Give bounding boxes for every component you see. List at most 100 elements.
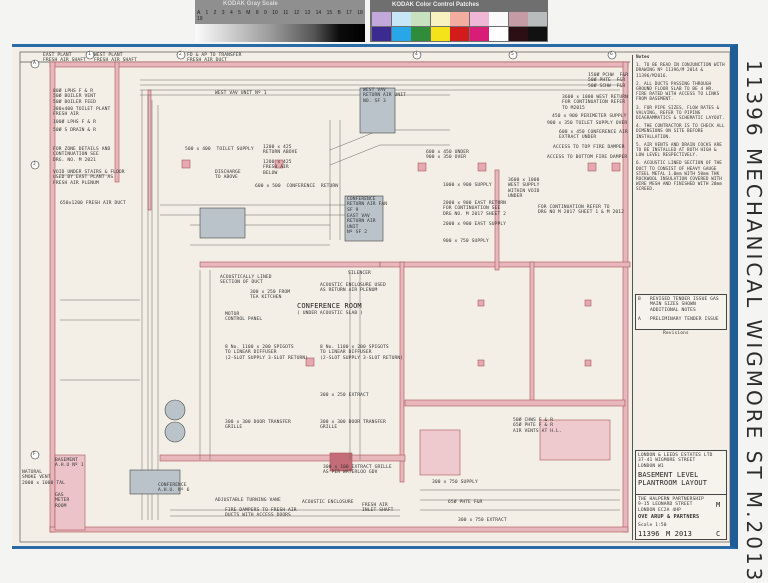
revision-text: PRELIMINARY TENDER ISSUE — [650, 317, 719, 322]
label-supply-1000: 1000 x 900 SUPPLY — [443, 183, 492, 188]
grid-col-2: 2 — [179, 52, 182, 57]
label-fresh-air-below: 1200 x 425 FRESH AIR BELOW — [263, 160, 292, 176]
label-west-supply: 3600 x 1000 WEST SUPPLY WITHIN VOID UNDE… — [508, 178, 540, 200]
structural-columns — [181, 159, 621, 367]
label-fresh-air-duct: 650x1200 FRESH AIR DUCT — [60, 201, 126, 206]
color-patch-light — [391, 12, 411, 26]
label-under: 600 x 450 UNDER 900 x 350 OVER — [426, 150, 469, 161]
label-continuation: FOR CONTINUATION REFER TO DRG NO M 2017 … — [538, 205, 624, 216]
label-extract-750: 300 x 750 EXTRACT — [458, 518, 507, 523]
label-fire-dampers: FIRE DAMPERS TO FRESH AIR DUCTS WITH ACC… — [225, 508, 297, 519]
label-conf-fan: CONFERENCE RETURN AIR FAN SF 9 — [347, 197, 388, 213]
color-patch-red — [450, 27, 469, 41]
color-patches-title: KODAK Color Control Patches — [392, 2, 480, 8]
label-west-return: 3600 x 1000 WEST RETURN FOR CONTINUATION… — [562, 95, 628, 111]
label-boiler: 80Ø LPHS F & R 50Ø BOILER VENT 50Ø BOILE… — [53, 89, 96, 105]
discipline: M — [716, 501, 721, 509]
note-item: 5. AIR VENTS AND DRAIN COCKS ARE TO BE I… — [636, 142, 722, 159]
handwritten-margin-annotation: 11396 MECHANICAL WIGMORE ST M.2013 — [738, 60, 766, 583]
grid-markers — [30, 50, 617, 460]
grid-row-a: A — [33, 61, 36, 66]
gray-scale-steps: A 1 2 3 4 5 M 8 9 10 11 12 13 14 15 B 17… — [197, 10, 363, 22]
label-door-grille-right: 300 x 300 DOOR TRANSFER GRILLE — [320, 420, 386, 431]
color-patch-magenta — [469, 27, 489, 41]
label-return-above: 1200 x 425 RETURN ABOVE — [263, 145, 298, 156]
label-door-grille-left: 300 x 300 DOOR TRANSFER GRILLE — [225, 420, 291, 431]
color-patch-light — [469, 12, 489, 26]
color-patch-light — [411, 12, 430, 26]
plan-drawing — [19, 50, 731, 543]
title-block: B REVISED TENDER ISSUE GAS MAIN SIZES SH… — [632, 290, 729, 540]
label-access-top: ACCESS TO TOP FIRE DAMPER — [553, 145, 625, 150]
label-spigots-left: 8 No. 1100 x 200 SPIGOTS TO LINEAR DIFFU… — [225, 345, 309, 361]
grid-col-4: 4 — [415, 52, 418, 57]
label-west-vav: WEST VAV UNIT Nº 1 — [215, 91, 267, 96]
color-patch-cyan — [391, 27, 411, 41]
drawing-title: BASEMENT LEVEL PLANTROOM LAYOUT — [638, 471, 708, 487]
label-perimeter-supply: 450 x 900 PERIMETER SUPPLY — [552, 114, 627, 119]
label-conference-ahu: CONFERENCE A.H.U. Nº 6 — [158, 483, 190, 494]
label-drains: 50Ø S DRAIN & R — [53, 128, 96, 133]
label-conference-return: 600 x 500 CONFERENCE RETURN — [255, 184, 339, 189]
label-west-plant: WEST PLANT FRESH AIR SHAFT — [94, 53, 137, 64]
grid-col-1: 1 — [88, 52, 91, 57]
label-natural-smoke: NATURAL SMOKE VENT 2000 x 1000 TAL — [22, 470, 65, 486]
color-patch-black — [528, 27, 547, 41]
label-under-slab: ( UNDER ACOUSTIC SLAB ) — [297, 311, 363, 316]
project-box: LONDON & LEEDS ESTATES LTD 37-41 WIGMORE… — [635, 450, 727, 496]
note-item: 3. FOR PIPE SIZES, FLOW RATES & VALVING,… — [636, 105, 725, 122]
sheet-number: M 2013 — [666, 530, 692, 538]
revision-text: REVISED TENDER ISSUE GAS MAIN SIZES SHOW… — [650, 297, 719, 313]
grid-row-j: J — [33, 162, 36, 167]
label-east-return: 2000 x 900 EAST RETURN FOR CONTINUATION … — [443, 201, 507, 217]
grid-row-f: F — [33, 452, 36, 457]
label-fresh-air-inlet: FRESH AIR INLET SHAFT — [362, 503, 394, 514]
client-address: LONDON & LEEDS ESTATES LTD 37-41 WIGMORE… — [638, 453, 713, 469]
label-east-supply: 2000 x 900 EAST SUPPLY — [443, 222, 507, 227]
note-item: 6. ACOUSTIC LINED SECTION OF THE DUCT TO… — [636, 161, 722, 193]
grid-col-6: 6 — [610, 52, 613, 57]
gray-scale-title: KODAK Gray Scale — [223, 1, 278, 7]
drawing-number: 11396 — [638, 530, 660, 538]
label-chws: 50Ø CHWS F & R 65Ø PHTE F & R AIR VENTS … — [513, 418, 562, 434]
kodak-gray-scale: KODAK Gray Scale A 1 2 3 4 5 M 8 9 10 11… — [195, 0, 365, 42]
label-west-vav-return: WEST VAV RETURN AIR UNIT NO. SF 3 — [363, 88, 406, 104]
revisions-table: B REVISED TENDER ISSUE GAS MAIN SIZES SH… — [635, 294, 727, 330]
color-patch-light — [430, 12, 450, 26]
label-access-bottom: ACCESS TO BOTTOM FIRE DAMPER — [547, 155, 628, 160]
label-spigots-right: 8 No. 1100 x 200 SPIGOTS TO LINEAR DIFFU… — [320, 345, 404, 361]
grid-col-5: 5 — [511, 52, 514, 57]
label-conference-extract: 600 x 450 CONFERENCE AIR EXTRACT UNDER — [559, 130, 628, 141]
label-turning-vane: ADJUSTABLE TURNING VANE — [215, 498, 281, 503]
label-supply-750b: 300 x 750 SUPPLY — [432, 480, 478, 485]
color-patch-light — [489, 12, 508, 26]
label-motor-panel: MOTOR CONTROL PANEL — [225, 312, 263, 323]
label-conference-room: CONFERENCE ROOM — [297, 302, 362, 310]
label-fire-zone: FOR ZONE DETAILS AND CONTINUATION SEE DR… — [53, 147, 111, 163]
label-acoustic-enclosure-2: ACOUSTIC ENCLOSURE — [302, 500, 354, 505]
equipment — [129, 87, 396, 495]
label-east-vav: EAST VAV RETURN AIR UNIT Nº SF 2 — [347, 214, 376, 236]
revisions-heading: Revisions — [663, 331, 689, 336]
label-toilet-supply-over: 900 x 350 TOILET SUPPLY OVER — [547, 121, 628, 126]
label-silencer: SILENCER — [348, 271, 371, 276]
label-supply-750: 900 x 750 SUPPLY — [443, 239, 489, 244]
note-item: 4. THE CONTRACTOR IS TO CHECK ALL DIMENS… — [636, 124, 725, 140]
kodak-color-patches: KODAK Color Control Patches — [370, 0, 548, 42]
label-extract-grille: 300 x 100 EXTRACT GRILLE AS PER WATERLOO… — [323, 465, 392, 476]
label-toilet-plant: 300x400 TOILET PLANT FRESH AIR — [53, 107, 111, 118]
color-patch-green — [411, 27, 430, 41]
walls — [49, 61, 631, 533]
label-cw: 150Ø PCHW F&R 50Ø PHTE F&R 50Ø SCHW F&R — [588, 73, 629, 89]
scale: Scale 1:50 — [638, 523, 667, 528]
note-item: 1. TO BE READ IN CONJUNCTION WITH DRAWIN… — [636, 63, 725, 79]
label-discharge: DISCHARGE TO ABOVE — [215, 170, 241, 181]
label-east-plant: EAST PLANT FRESH AIR SHAFT — [43, 53, 86, 64]
color-patch-light — [450, 12, 469, 26]
color-patch-light — [508, 12, 528, 26]
notes-panel: Notes 1. TO BE READ IN CONJUNCTION WITH … — [632, 55, 729, 290]
gray-ramp — [195, 24, 365, 42]
label-toilet-supply: 500 x 400 TOILET SUPPLY — [185, 147, 254, 152]
label-acoustic-enclosure: ACOUSTIC ENCLOSURE USED AS RETURN AIR PL… — [320, 283, 386, 294]
note-item: 2. ALL DUCTS PASSING THROUGH GROUND FLOO… — [636, 81, 720, 103]
